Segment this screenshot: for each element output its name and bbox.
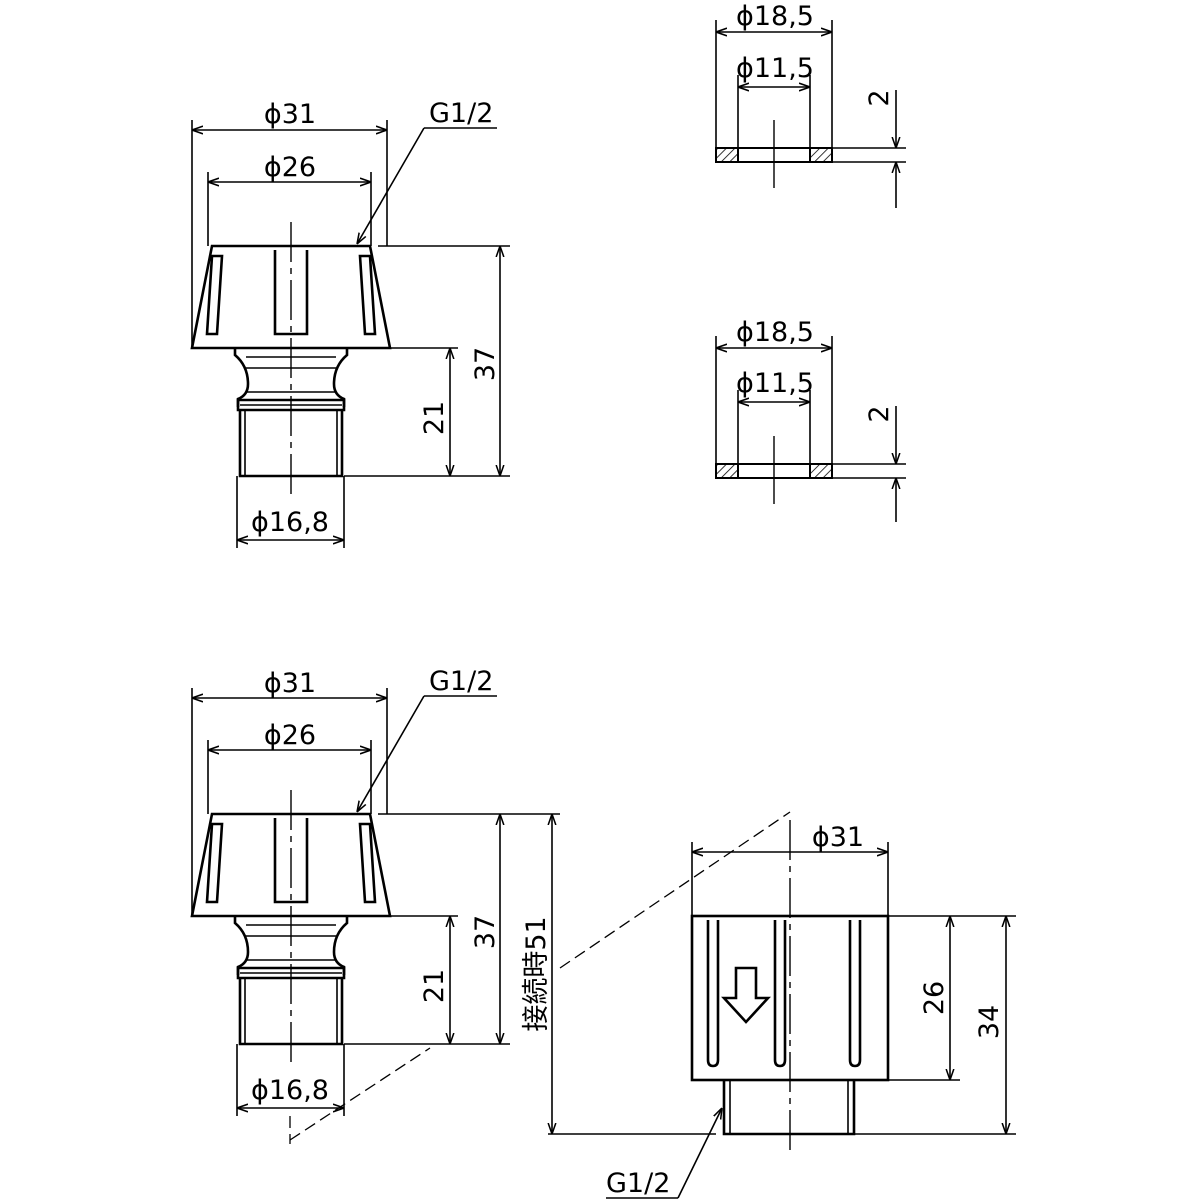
top-left-height-lower-label: 21 <box>419 401 450 435</box>
connection-line-upper <box>559 811 791 969</box>
bottom-left-thread-label: G1/2 <box>429 666 493 697</box>
socket-height-inner-label: 26 <box>919 981 950 1015</box>
bottom-left-height-lower-label: 21 <box>419 969 450 1003</box>
bottom-right-socket: ϕ31 26 34 G1/2 <box>606 820 1016 1199</box>
top-left-dia-outer-label: ϕ31 <box>264 99 316 130</box>
lower-washer-thickness-label: 2 <box>864 405 895 422</box>
bottom-left-dia-outer-label: ϕ31 <box>264 668 316 699</box>
upper-washer-dia-inner-label: ϕ11,5 <box>736 53 814 84</box>
top-left-thread-label: G1/2 <box>429 98 493 129</box>
socket-thread-label: G1/2 <box>606 1168 670 1199</box>
upper-washer: ϕ18,5 ϕ11,5 2 <box>715 1 906 208</box>
bottom-left-fitting: ϕ31 ϕ26 G1/2 37 21 ϕ16,8 接続時51 <box>190 666 716 1135</box>
top-left-fitting: ϕ31 ϕ26 G1/2 37 21 ϕ16,8 <box>190 98 510 548</box>
bottom-left-dia-inner-label: ϕ26 <box>264 720 316 751</box>
flow-direction-arrow-icon <box>721 966 771 1024</box>
top-left-dia-bottom-label: ϕ16,8 <box>251 507 329 538</box>
top-left-height-total-label: 37 <box>470 347 501 381</box>
top-left-dia-inner-label: ϕ26 <box>264 152 316 183</box>
lower-washer-dia-outer-label: ϕ18,5 <box>736 317 814 348</box>
lower-washer: ϕ18,5 ϕ11,5 2 <box>715 317 906 522</box>
socket-height-total-label: 34 <box>974 1005 1005 1039</box>
upper-washer-thickness-label: 2 <box>864 89 895 106</box>
lower-washer-dia-inner-label: ϕ11,5 <box>736 368 814 399</box>
bottom-left-dia-bottom-label: ϕ16,8 <box>251 1075 329 1106</box>
bottom-left-height-total-label: 37 <box>470 915 501 949</box>
upper-washer-dia-outer-label: ϕ18,5 <box>736 1 814 32</box>
connection-line-lower <box>289 1047 431 1141</box>
socket-dia-outer-label: ϕ31 <box>812 822 864 853</box>
assembled-height-label: 接続時51 <box>521 916 552 1031</box>
